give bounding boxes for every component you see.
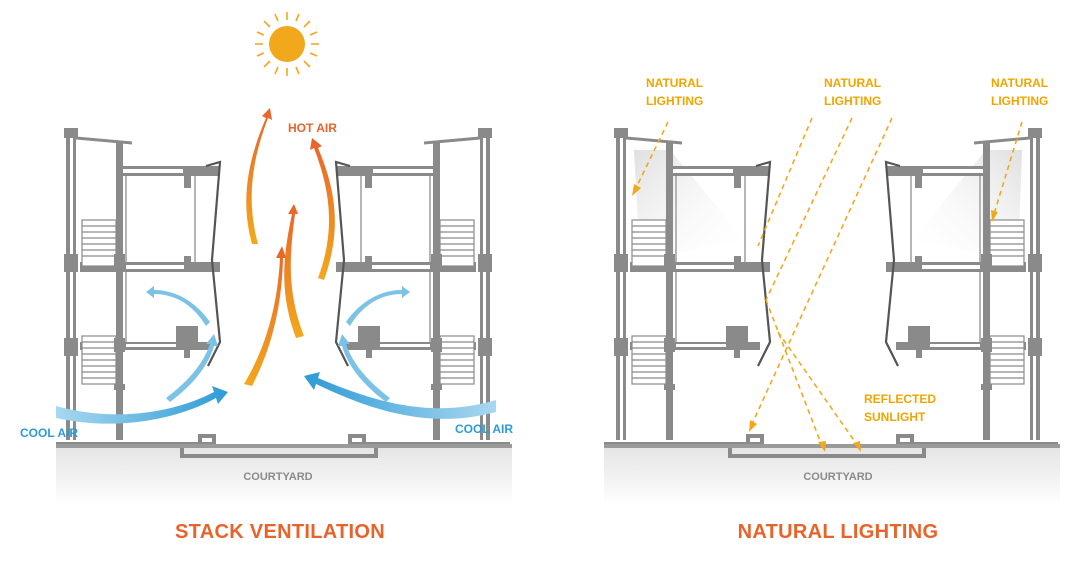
natural-lighting-label-right: NATURAL LIGHTING xyxy=(991,76,1051,108)
natural-lighting-label-left: NATURAL LIGHTING xyxy=(646,76,706,108)
right-building xyxy=(334,126,494,442)
natural-lighting-label-middle: NATURAL LIGHTING xyxy=(824,76,884,108)
reflected-sunlight-label: REFLECTED SUNLIGHT xyxy=(864,392,939,424)
cool-air-label-right: COOL AIR xyxy=(455,422,513,436)
courtyard-label-right: COURTYARD xyxy=(803,471,872,483)
hot-air-arrows xyxy=(244,108,335,386)
stack-ventilation-diagram: HOT AIR COOL AIR COOL AIR COURTYARD STAC… xyxy=(20,12,513,543)
courtyard-label-left: COURTYARD xyxy=(243,471,312,483)
ray-arrowheads xyxy=(632,184,998,452)
stack-ventilation-title: STACK VENTILATION xyxy=(175,521,385,543)
sun-icon xyxy=(255,12,319,76)
cool-air-label-left: COOL AIR xyxy=(20,426,78,440)
natural-lighting-diagram: NATURAL LIGHTING NATURAL LIGHTING NATURA… xyxy=(604,76,1060,543)
natural-lighting-title: NATURAL LIGHTING xyxy=(738,521,939,543)
light-rays xyxy=(635,117,1023,447)
cool-air-arrows xyxy=(56,286,496,424)
left-building xyxy=(62,126,222,442)
hot-air-label: HOT AIR xyxy=(288,121,337,135)
